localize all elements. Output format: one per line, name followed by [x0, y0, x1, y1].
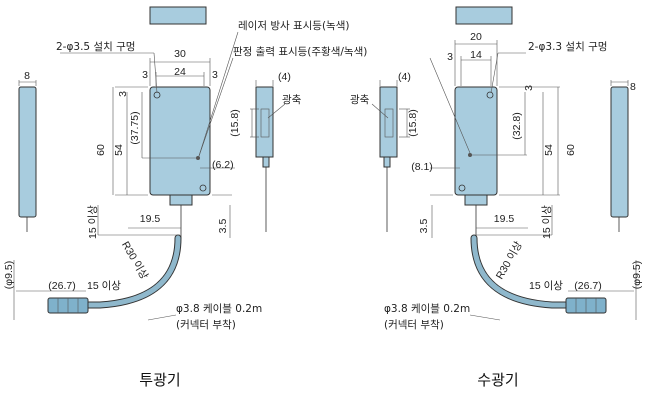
rx-dim-35: 3.5	[418, 219, 430, 234]
rx-mount-hole-label: 2-φ3.3 설치 구멍	[528, 41, 607, 53]
tx-dim-15over-b: 15 이상	[87, 280, 121, 292]
rx-dim-60: 60	[565, 144, 577, 156]
tx-dimensions	[13, 58, 235, 320]
rx-side-view-left	[371, 80, 410, 232]
rx-dim-3a: 3	[447, 51, 453, 63]
rx-cable-line2: (커넥터 부착)	[384, 319, 444, 331]
tx-mount-hole-label: 2-φ3.5 설치 구멍	[56, 41, 135, 53]
rx-mount-hole-top	[486, 91, 494, 99]
rx-title: 수광기	[477, 371, 518, 389]
tx-dim-158: (15.8)	[229, 109, 241, 136]
tx-cable	[83, 235, 181, 308]
rx-dim-267: (26.7)	[574, 280, 601, 292]
rx-optical-axis: 광축	[350, 94, 370, 106]
tx-title: 투광기	[139, 371, 180, 389]
rx-indicator-dot	[468, 153, 472, 157]
tx-laser-label: 레이저 방사 표시등(녹색)	[238, 20, 349, 32]
rx-dim-328: (32.8)	[511, 112, 523, 139]
tx-dim-54: 54	[113, 144, 125, 156]
rx-dim-95: (φ9.5)	[631, 261, 643, 289]
tx-side-view: 8	[18, 70, 37, 232]
rx-dim-14: 14	[470, 49, 482, 61]
tx-dim-3a: 3	[142, 69, 148, 81]
tx-dim-60: 60	[95, 144, 107, 156]
tx-dim-95: (φ9.5)	[3, 261, 15, 289]
rx-dim-4: (4)	[398, 71, 411, 83]
rx-mount-hole-bottom	[458, 184, 466, 192]
tx-dim-3c: 3	[117, 91, 129, 97]
rx-side-view-right	[610, 80, 629, 232]
tx-dim-35: 3.5	[217, 219, 229, 234]
rx-dim-15over: 15 이상	[541, 205, 553, 239]
tx-dim-24: 24	[174, 66, 186, 78]
tx-cable-line1: φ3.8 케이블 0.2m	[176, 303, 262, 315]
rx-cable-line1: φ3.8 케이블 0.2m	[384, 303, 470, 315]
rx-dim-195: 19.5	[494, 213, 515, 225]
tx-indicator-dot	[196, 156, 200, 160]
tx-mount-hole-bottom	[199, 184, 207, 192]
rx-dim-81: (8.1)	[411, 161, 433, 173]
rx-dim-54: 54	[543, 144, 555, 156]
tx-side-view-right	[250, 80, 286, 232]
tx-dim-4: (4)	[278, 71, 291, 83]
tx-model-box	[149, 6, 207, 25]
tx-optical-axis: 광축	[282, 94, 302, 106]
rx-cable	[471, 235, 571, 308]
tx-dim-8: 8	[24, 70, 30, 82]
rx-dim-20: 20	[470, 31, 482, 43]
tx-front-body	[149, 86, 211, 238]
tx-dim-267: (26.7)	[48, 280, 75, 292]
rx-dim-158: (15.8)	[407, 109, 419, 136]
rx-dim-3b: 3	[523, 85, 535, 91]
tx-dim-3775: (37.75)	[129, 111, 141, 144]
rx-dimensions	[430, 40, 637, 320]
tx-dim-r30: R30 이상	[119, 240, 150, 282]
tx-cable-line2: (커넥터 부착)	[176, 319, 236, 331]
rx-dim-15over-b: 15 이상	[529, 280, 563, 292]
tx-dim-30: 30	[174, 48, 186, 60]
tx-dim-195: 19.5	[140, 213, 161, 225]
tx-dim-15over: 15 이상	[87, 205, 99, 239]
rx-model-box	[455, 6, 513, 25]
tx-dim-62: (6.2)	[212, 159, 234, 171]
rx-front-body	[454, 86, 498, 238]
tx-dim-3b: 3	[212, 69, 218, 81]
rx-dim-8: 8	[630, 81, 636, 93]
rx-dim-r30: R30 이상	[494, 239, 525, 281]
tx-output-label: 판정 출력 표시등(주황색/녹색)	[233, 46, 367, 58]
